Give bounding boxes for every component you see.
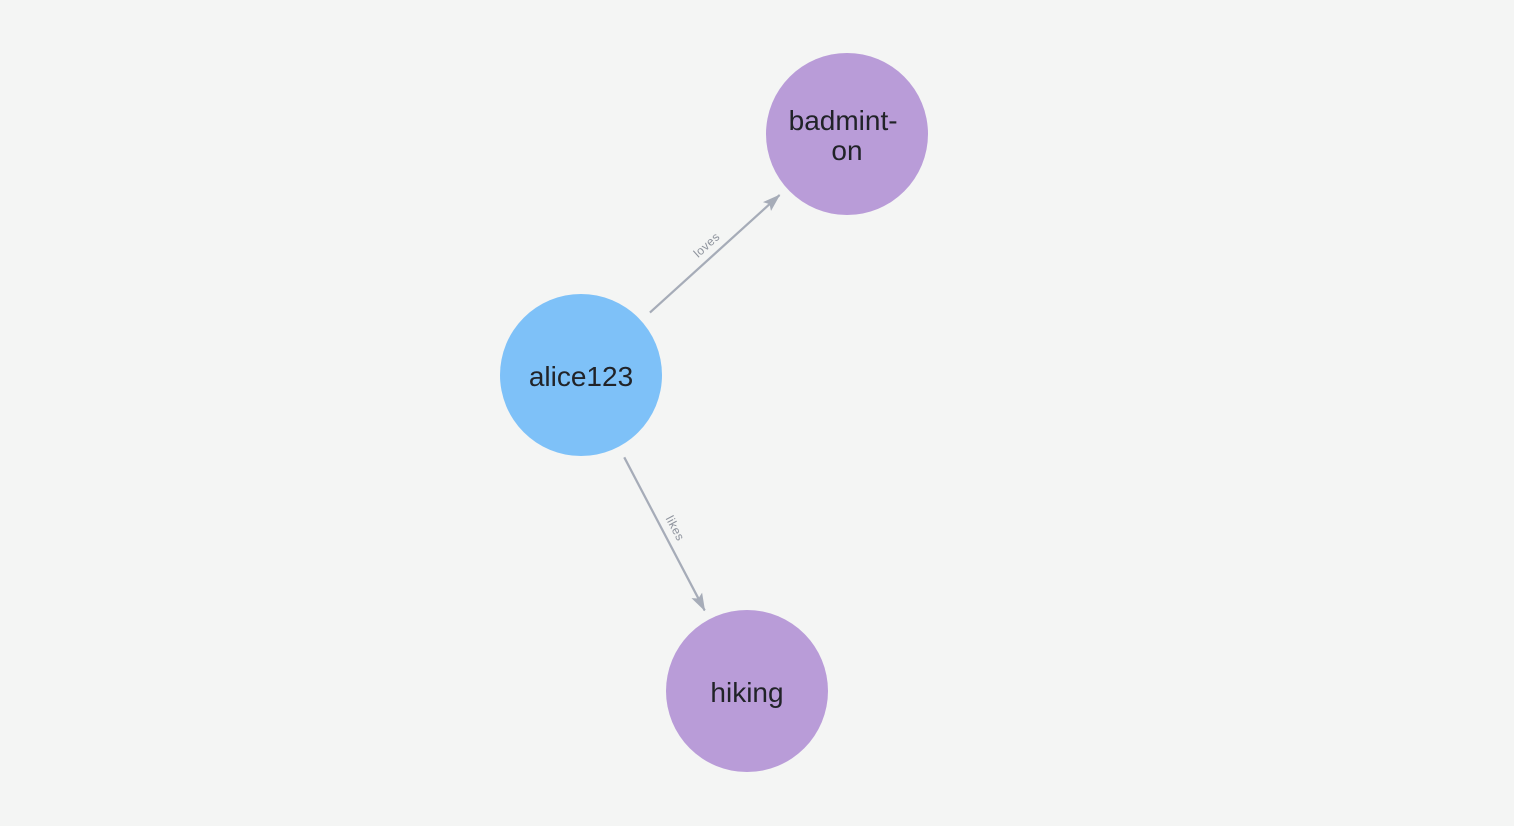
node-alice123[interactable]: alice123 <box>500 294 662 456</box>
node-badminton[interactable]: badmint- on <box>766 53 928 215</box>
node-circle[interactable] <box>500 294 662 456</box>
edge-line[interactable] <box>623 456 706 612</box>
node-circle[interactable] <box>666 610 828 772</box>
node-hiking[interactable]: hiking <box>666 610 828 772</box>
node-circle[interactable] <box>766 53 928 215</box>
edge-likes[interactable]: likes <box>623 456 706 612</box>
edge-label: loves <box>691 230 723 261</box>
edge-loves[interactable]: loves <box>649 194 781 314</box>
edge-line[interactable] <box>649 194 781 314</box>
